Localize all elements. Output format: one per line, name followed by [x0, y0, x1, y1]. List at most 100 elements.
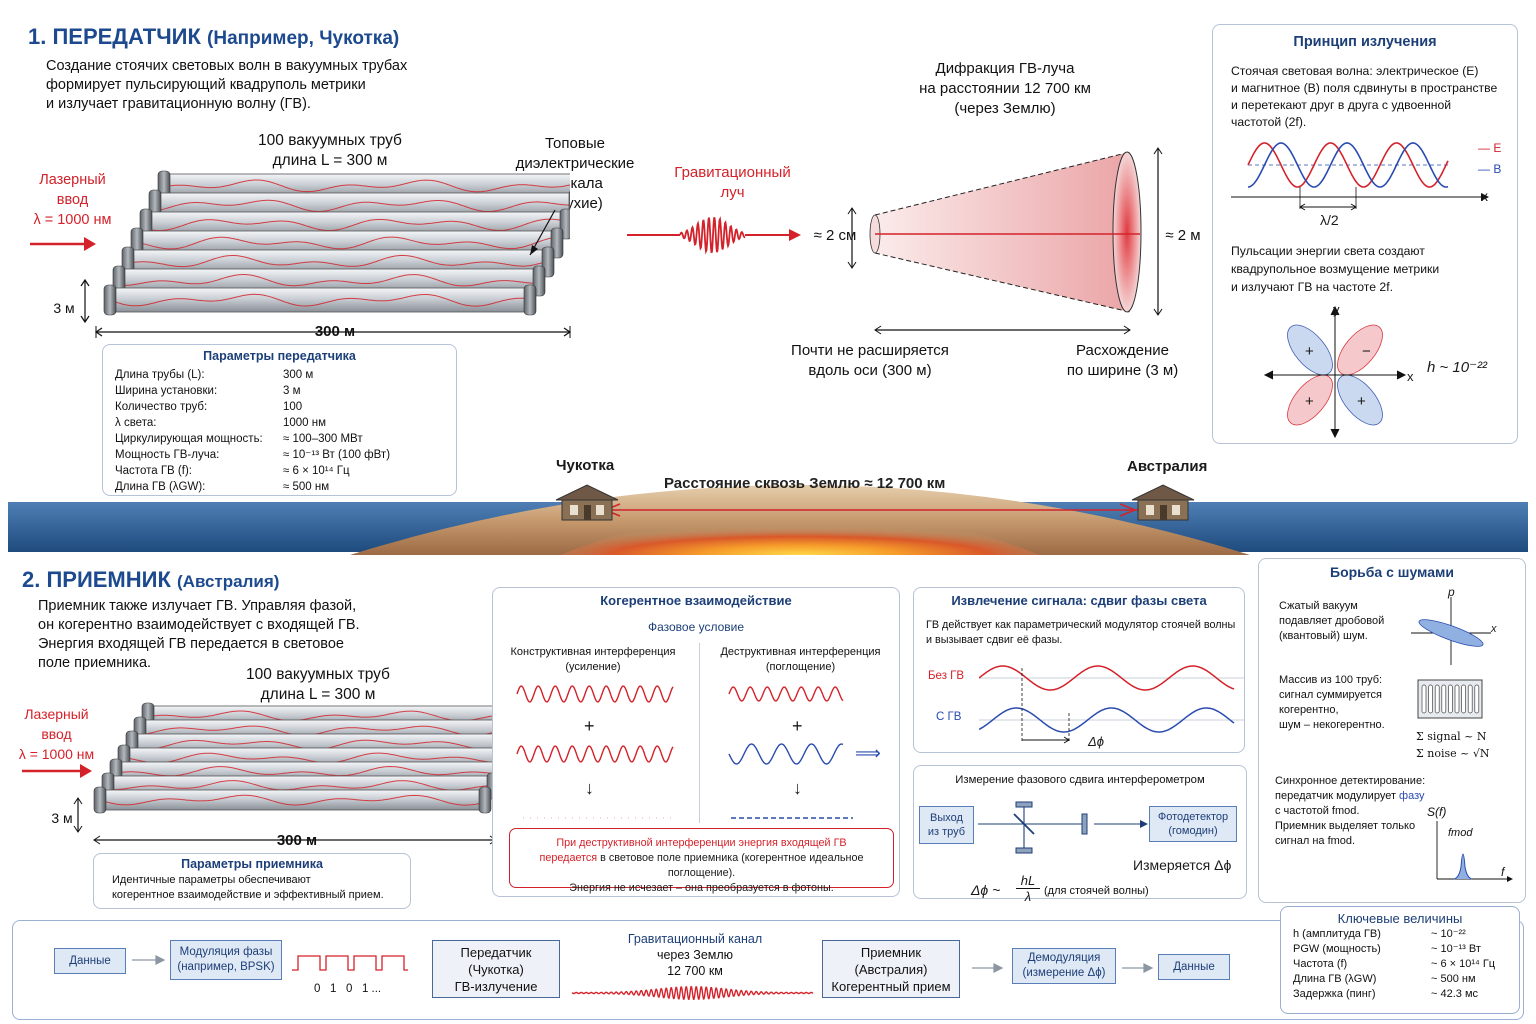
tubes-length: длина L = 300 м [272, 152, 388, 169]
rx-params-line: Идентичные параметры обеспечивают [112, 874, 311, 886]
param-value: ≈ 6 × 10¹⁴ Гц [283, 465, 350, 477]
diffraction-label: Дифракция ГВ-луча на расстоянии 12 700 к… [880, 59, 1130, 119]
width-small-label: ≈ 2 см [813, 227, 857, 244]
modulation-line: (например, BPSK) [177, 961, 275, 973]
rx-length-label: 300 м [276, 832, 318, 849]
fmod-label: fmod [1448, 827, 1473, 839]
diffraction-line: Дифракция ГВ-луча [935, 60, 1075, 77]
key-value: ~ 42.3 мс [1431, 988, 1479, 1000]
key-value: ~ 10⁻¹³ Вт [1431, 943, 1481, 955]
param-value: 1000 нм [283, 417, 327, 429]
section2-heading: 2. ПРИЕМНИК [22, 567, 171, 592]
laser-arrow-icon [30, 237, 96, 251]
channel-line: 12 700 км [667, 964, 723, 978]
array-line: шум – некогерентно. [1279, 719, 1385, 731]
key-row: Частота (f)~ 6 × 10¹⁴ Гц [1293, 957, 1499, 972]
constructive-line: (усиление) [565, 661, 621, 673]
params-row: Мощность ГВ-луча:≈ 10⁻¹³ Вт (100 фВт) [115, 447, 394, 463]
vacuum-tube [93, 786, 492, 814]
modulation-box: Модуляция фазы (например, BPSK) [170, 940, 282, 980]
legend-e: — E [1478, 141, 1502, 155]
laser-wavelength: λ = 1000 нм [33, 212, 112, 228]
noise-title: Борьба с шумами [1330, 564, 1454, 580]
sum-noise: Σ noise ~ √N [1416, 747, 1490, 760]
noise-x-axis-label: x [1491, 623, 1497, 635]
array-tube-icon [1428, 684, 1433, 714]
laser-line: Лазерный [39, 172, 106, 188]
intro-line: и излучает гравитационную волну (ГВ). [46, 96, 311, 112]
rx-laser-wavelength: λ = 1000 нм [18, 746, 95, 762]
sync-line: передатчик модулирует [1275, 790, 1396, 802]
detector-line: Фотодетектор [1157, 811, 1229, 823]
extract-box: Извлечение сигнала: сдвиг фазы света ГВ … [913, 587, 1245, 753]
spread-note-line: по ширине (3 м) [1066, 362, 1179, 379]
section2-subtitle: (Австралия) [177, 572, 280, 591]
spread-note-line: Расхождение [1076, 342, 1169, 359]
param-value: 100 [283, 401, 303, 413]
gw-wave-icon [627, 216, 801, 255]
squeezed-line: подавляет дробовой [1279, 615, 1385, 627]
array-tube-icon [1474, 684, 1480, 714]
coherent-note: При деструктивной интерференции энергия … [509, 828, 894, 894]
coherent-divider [699, 643, 700, 823]
rx-laser-line: ввод [41, 726, 72, 742]
key-row: Задержка (пинг) ~ 42.3 мс [1293, 987, 1499, 1002]
tx-flow-line: Передатчик [460, 944, 532, 960]
demod-line: (измерение Δϕ) [1022, 967, 1106, 979]
channel-line: через Землю [656, 948, 734, 962]
bpsk-signal-icon [292, 955, 408, 971]
city-chukotka: Чукотка [556, 457, 615, 474]
params-row: Циркулирующая мощность:≈ 100–300 МВт [115, 431, 394, 447]
extract-line: ГВ действует как параметрический модулят… [926, 619, 1236, 631]
mirror-line: Топовые [545, 135, 605, 152]
phase-condition: Фазовое условие [647, 620, 745, 634]
implies-arrow: ⟹ [855, 743, 881, 763]
note-red2: передается [539, 852, 598, 864]
formula-num: hL [1016, 873, 1040, 889]
array-tube-icon [1448, 684, 1453, 714]
demod-box: Демодуляция(измерение Δϕ) [1012, 948, 1116, 984]
from-tubes-line: из труб [927, 826, 966, 838]
param-value: ≈ 100–300 МВт [283, 433, 363, 445]
spectrum-plot [1436, 821, 1513, 882]
section1-intro: Создание стоячих световых волн в вакуумн… [46, 57, 426, 114]
half-lambda: λ/2 [1320, 212, 1339, 228]
extract-line: и вызывает сдвиг её фазы. [926, 634, 1063, 646]
flow-arrows [132, 955, 1154, 973]
f-axis-label: f [1501, 865, 1505, 879]
tube-stack-transmitter [103, 170, 570, 316]
key-name: Задержка (пинг) [1293, 988, 1376, 1000]
quad-plus-br: + [1357, 393, 1366, 410]
quad-minus-tr: − [1362, 343, 1371, 360]
spread-note: Расхождение по ширине (3 м) [1050, 341, 1195, 381]
modulation-line: Модуляция фазы [179, 946, 273, 958]
tubes-label: 100 вакуумных труб длина L = 300 м [225, 131, 435, 171]
dphi-label: Δϕ [1088, 734, 1104, 749]
params-row: Длина трубы (L):300 м [115, 367, 394, 383]
mirror-pointer-icon [529, 209, 556, 256]
extract-title: Извлечение сигнала: сдвиг фазы света [951, 593, 1207, 608]
gw-beam-line: луч [720, 184, 745, 201]
array-text: Массив из 100 труб: сигнал суммируется к… [1279, 673, 1409, 733]
diffraction-line: на расстоянии 12 700 км [919, 80, 1091, 97]
tube-stack-receiver [93, 702, 500, 814]
y-axis-label: y [1333, 302, 1340, 317]
sync-text: Синхронное детектирование: передатчик мо… [1275, 774, 1445, 849]
key-row: Длина ГВ (λGW)~ 500 нм [1293, 972, 1499, 987]
section1-heading: 1. ПЕРЕДАТЧИК [28, 24, 201, 49]
params-row: Длина ГВ (λGW):≈ 500 нм [115, 479, 394, 495]
diffraction-cone [847, 147, 1163, 335]
note-black: в световое поле приемника (когерентное и… [597, 852, 864, 879]
formula-left: Δϕ ~ [971, 882, 1001, 898]
principle-line: и излучают ГВ на частоте 2f. [1231, 280, 1393, 294]
tx-flow-line: (Чукотка) [468, 961, 524, 977]
no-gw-label: Без ГВ [928, 670, 965, 682]
key-name: h (амплитуда ГВ) [1293, 928, 1381, 940]
array-line: когерентно, [1279, 704, 1339, 716]
key-value: ~ 10⁻²² [1431, 928, 1466, 940]
channel-wave-icon [571, 986, 814, 1000]
principle-line: частотой (2f). [1231, 115, 1307, 129]
params-row: Количество труб:100 [115, 399, 394, 415]
